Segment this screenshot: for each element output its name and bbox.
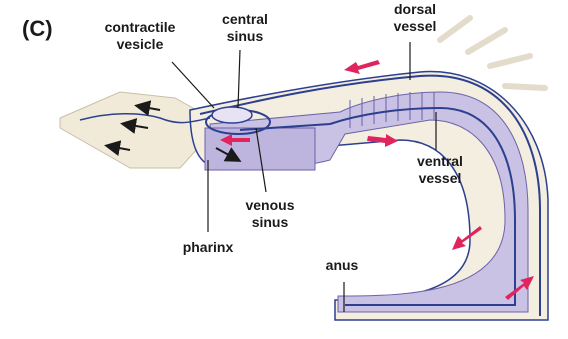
flow-arrow-dorsal bbox=[344, 60, 380, 74]
label-anus: anus bbox=[326, 257, 359, 273]
oral-hood bbox=[60, 92, 200, 168]
label-dorsal-vessel-2: vessel bbox=[394, 18, 437, 34]
label-venous-sinus-1: venous bbox=[245, 197, 294, 213]
label-pharinx: pharinx bbox=[183, 239, 234, 255]
central-sinus bbox=[212, 107, 252, 123]
label-venous-sinus-2: sinus bbox=[252, 214, 289, 230]
label-ventral-vessel-2: vessel bbox=[419, 170, 462, 186]
pharynx-region bbox=[205, 128, 315, 170]
label-ventral-vessel-1: ventral bbox=[417, 153, 463, 169]
label-contractile-vesicle-1: contractile bbox=[105, 19, 176, 35]
label-central-sinus-1: central bbox=[222, 11, 268, 27]
label-central-sinus-2: sinus bbox=[227, 28, 264, 44]
label-dorsal-vessel-1: dorsal bbox=[394, 1, 436, 17]
panel-letter: (C) bbox=[22, 16, 53, 41]
label-contractile-vesicle-2: vesicle bbox=[117, 36, 164, 52]
